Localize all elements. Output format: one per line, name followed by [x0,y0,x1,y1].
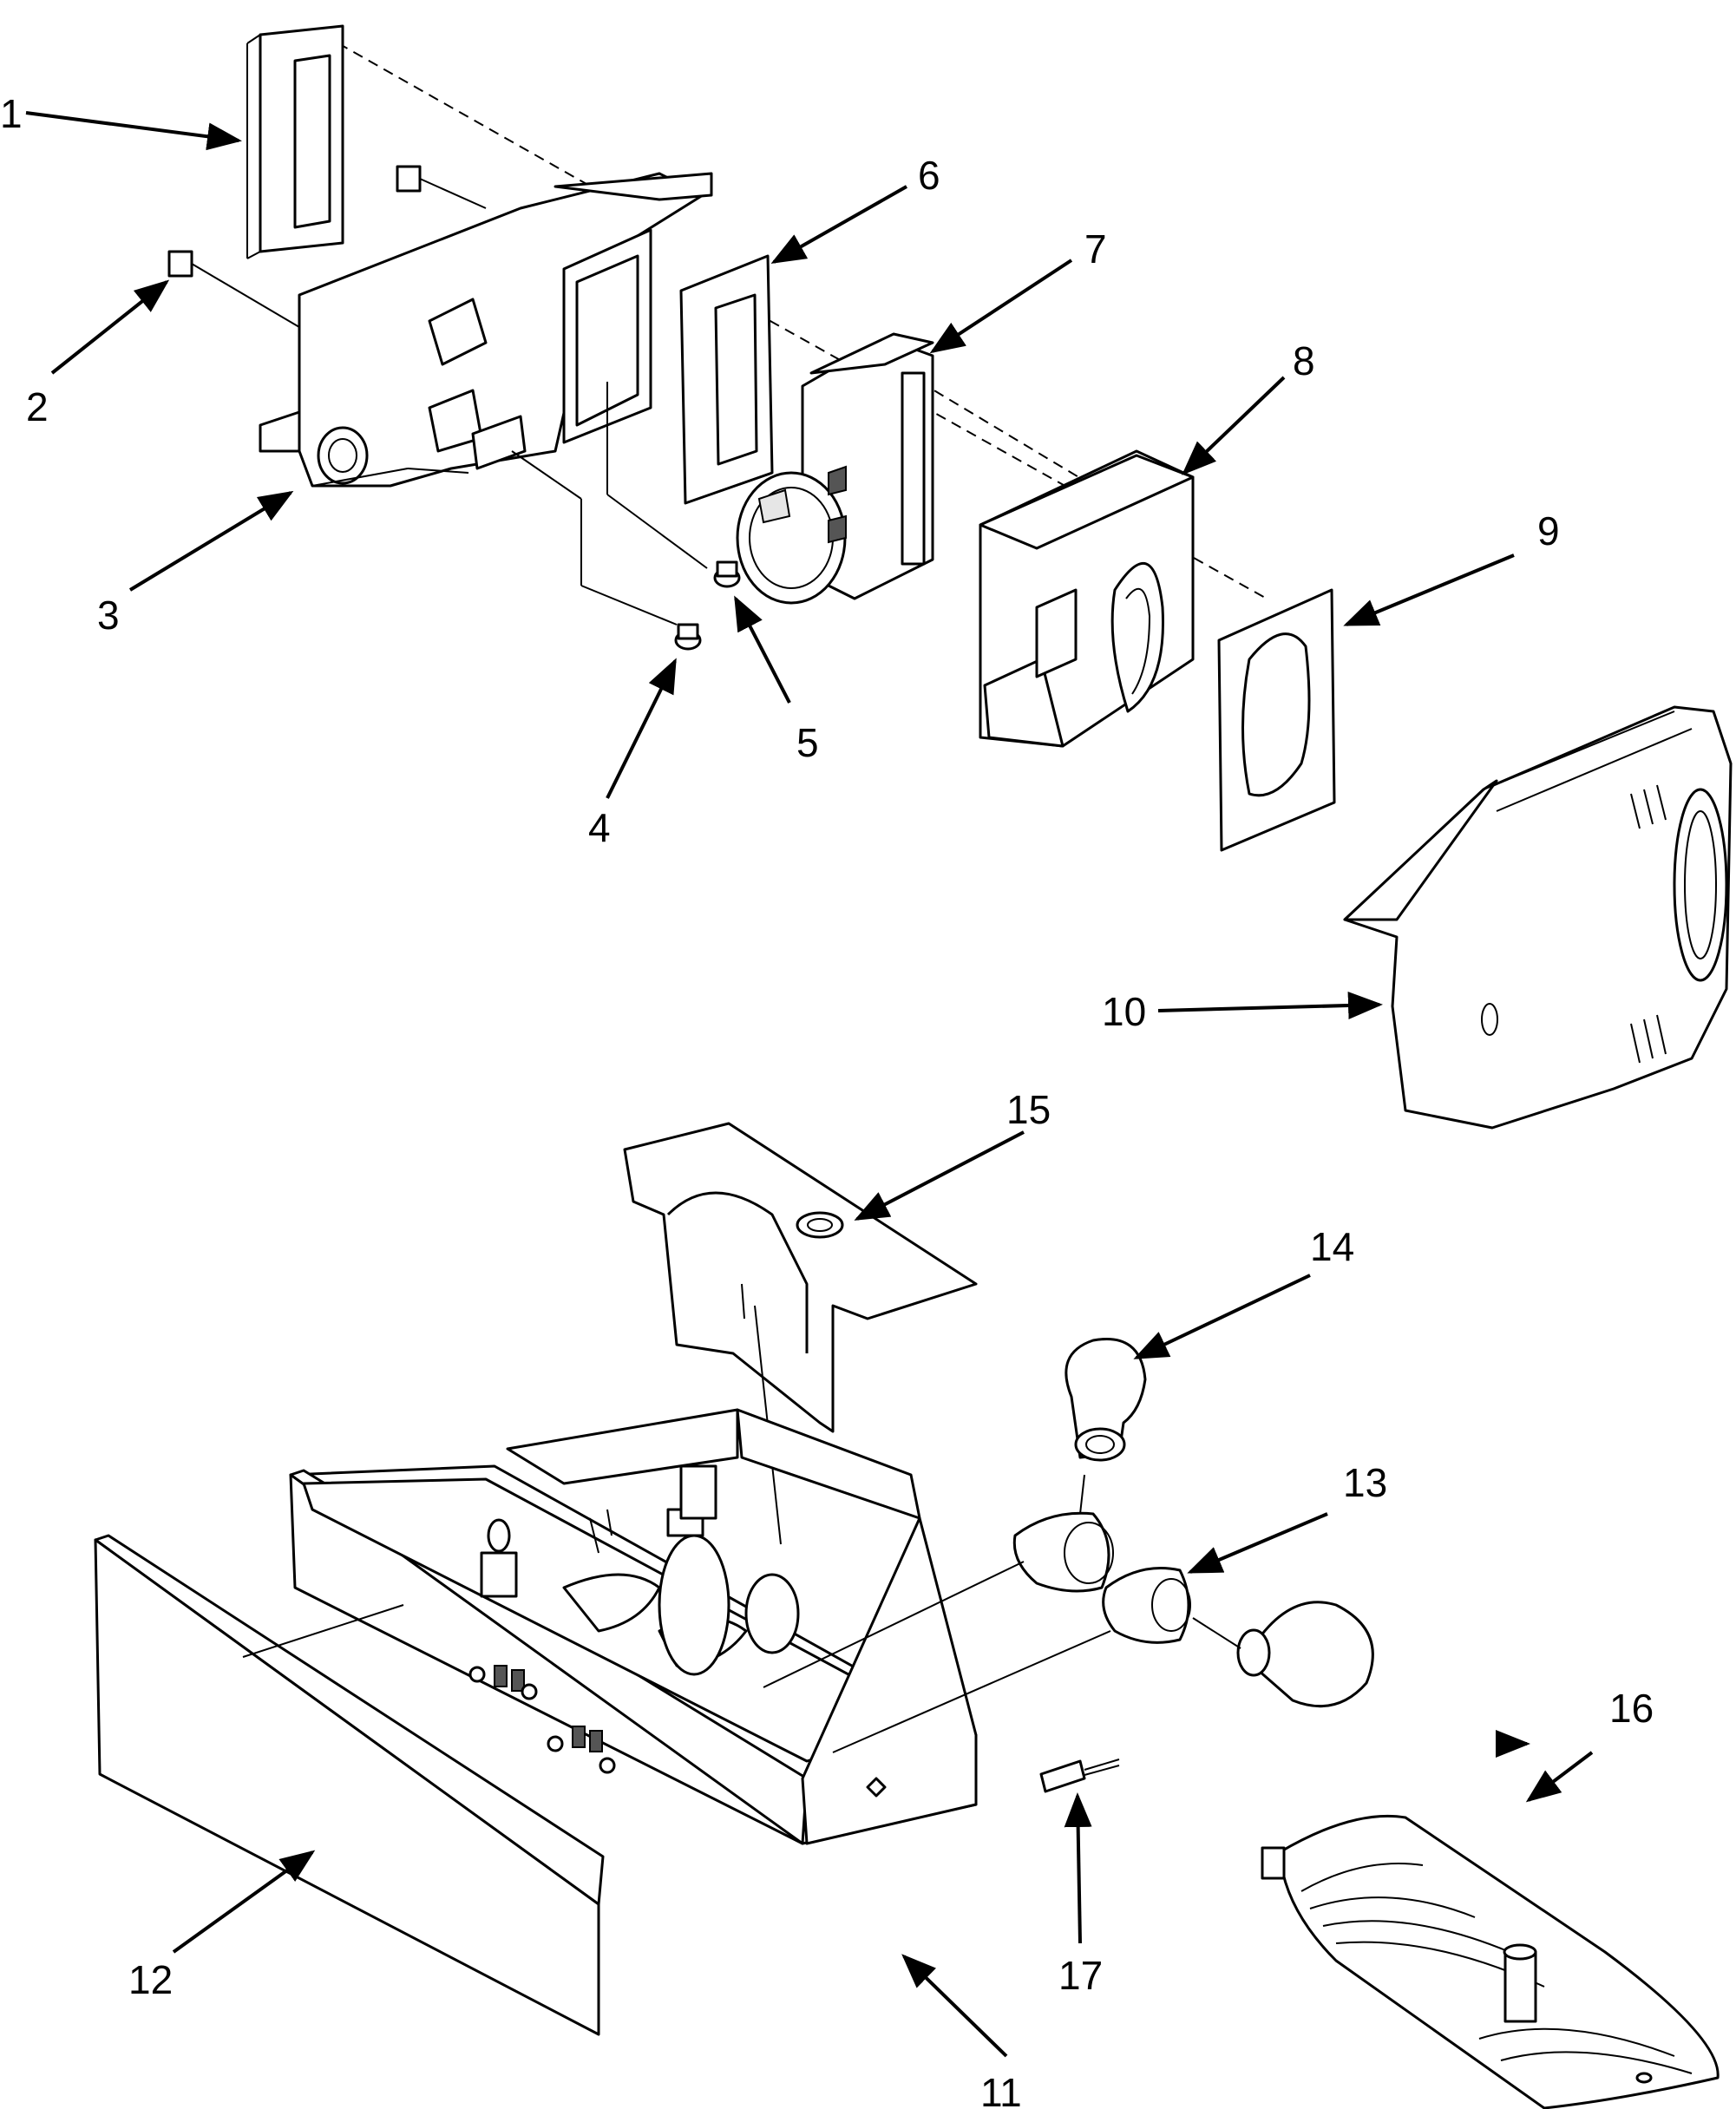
part-6-gasket [679,254,774,505]
part-10-cover [1343,705,1733,1130]
part-9-gasket [1217,588,1336,852]
callout-5: 5 [796,720,819,765]
part-3-housing [259,172,713,625]
part-5-screw [713,560,741,588]
callout-8: 8 [1293,338,1315,383]
callout-15: 15 [1006,1087,1051,1132]
callout-4: 4 [588,805,611,850]
callout-labels: 1 2 3 4 5 6 7 8 9 10 11 12 13 14 15 16 1… [0,91,1654,2109]
callout-11: 11 [980,2070,1022,2109]
part-8-chute-housing [979,449,1195,748]
callout-7: 7 [1084,226,1107,272]
part-2-clips [167,165,487,331]
callout-17: 17 [1058,1953,1103,1998]
callout-arrows [25,111,1594,2058]
part-12-overlay [94,1534,605,2036]
part-7-motor [736,332,934,605]
part-13-sockets [763,1511,1191,1753]
part-15-bracket [623,1122,978,1545]
part-16-drip-tray [1261,1814,1720,2109]
callout-9: 9 [1537,508,1560,553]
callout-10: 10 [1102,989,1146,1034]
callout-12: 12 [128,1957,173,2002]
callout-13: 13 [1343,1460,1387,1505]
callout-16: 16 [1609,1686,1654,1731]
part-1-gasket [246,24,344,259]
part-11-tray [289,1408,978,1845]
part-4-screw [674,623,702,651]
callout-6: 6 [918,153,940,198]
callout-1: 1 [0,91,23,136]
callout-3: 3 [97,593,120,638]
callout-2: 2 [26,384,49,429]
part-14-bulbs [1065,1338,1374,1708]
callout-14: 14 [1310,1224,1354,1269]
part-17-pin [1039,1759,1120,1793]
